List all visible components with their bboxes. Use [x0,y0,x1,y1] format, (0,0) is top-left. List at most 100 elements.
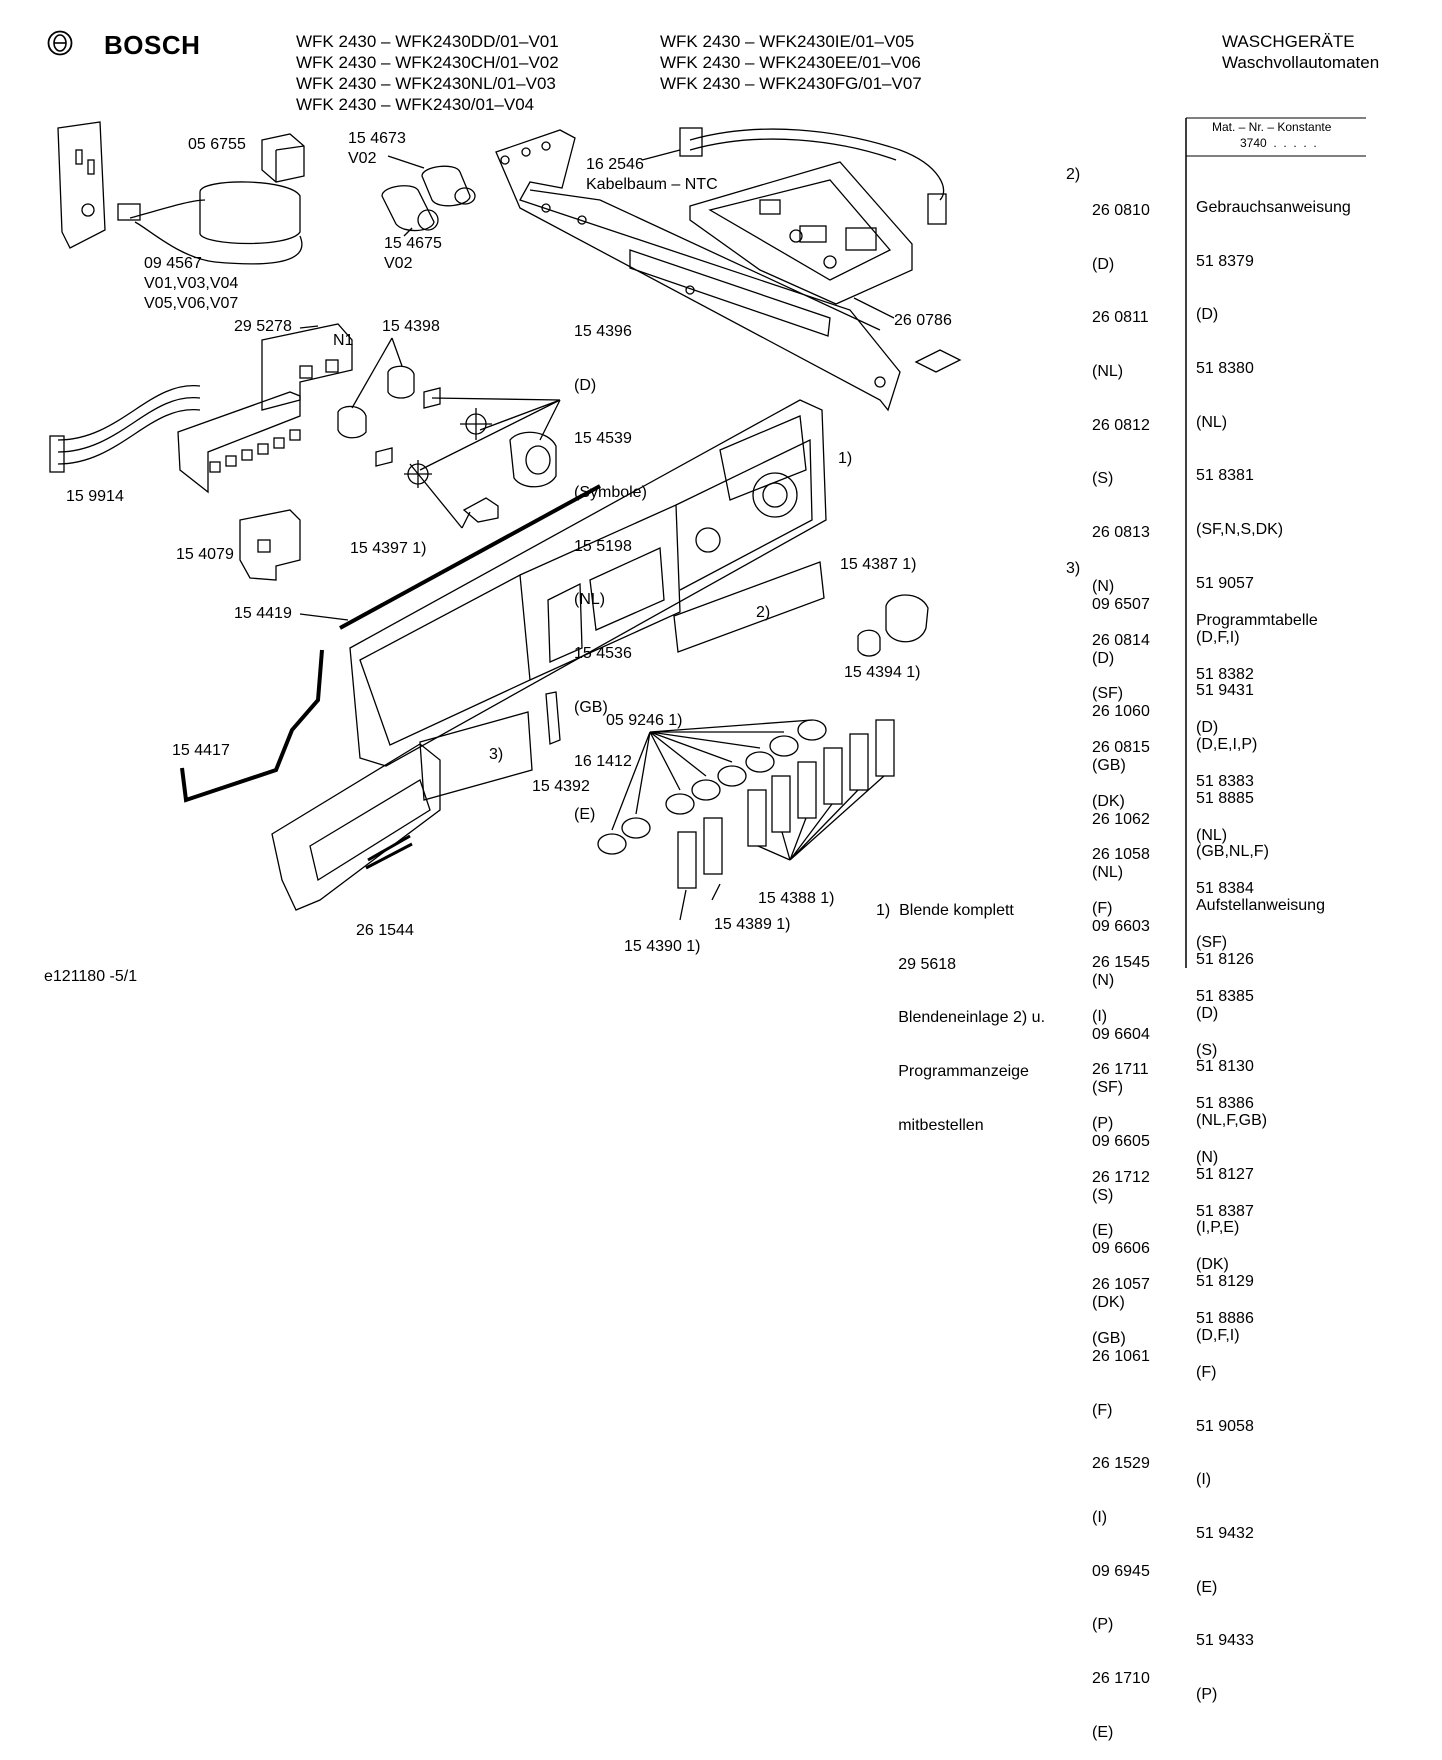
list-item: Aufstellanweisung [1196,897,1325,915]
list-item: (GB) [574,698,608,716]
variant-label: V02 [384,255,413,272]
model-line: WFK 2430 – WFK2430EE/01–V06 [660,53,921,72]
part-label: 15 4398 [382,318,440,335]
list-item: 26 0814 [1092,631,1150,649]
part-label: 15 4675 [384,235,442,252]
list-item: 26 1710 [1092,1670,1150,1688]
relay-block [261,133,305,183]
list-item: 26 1062 [1092,810,1150,828]
list-item: (E) [1196,1578,1218,1596]
part-label: 05 9246 1) [606,712,683,729]
capacitor [199,181,301,245]
docs-list-b: Programmtabelle 51 8382 (D) 51 8383 (NL)… [1196,576,1318,1722]
part-label: 15 9914 [66,488,124,505]
model-line: WFK 2430 – WFK2430NL/01–V03 [296,74,556,93]
footnote: 1) Blende komplett 29 5618 Blendeneinlag… [876,866,1045,1153]
list-item: 51 8385 [1196,987,1254,1005]
list-item: 15 4396 [574,322,632,340]
list-item: Programmtabelle [1196,611,1318,629]
list-item: (DK) [1196,1256,1229,1274]
board-marker: N1 [333,332,354,349]
list-item: (F) [1092,1401,1113,1419]
list-item: (F) [1092,900,1113,918]
roller [421,165,471,207]
list-item: (E) [574,806,596,824]
list-item: 26 1061 [1092,1347,1150,1365]
list-item: (SF) [1092,1079,1124,1097]
list-item: (D) [1196,1004,1219,1022]
footnote-line: 29 5618 [876,955,957,973]
footnote-line: Programmanzeige [876,1062,1029,1080]
document-id: e121180 -5/1 [44,968,138,985]
list-item: (P) [1092,1616,1114,1634]
category-title: WASCHGERÄTE [1222,32,1355,51]
panel-insert [419,711,533,801]
list-item: (D) [1196,306,1219,324]
list-item: 51 8384 [1196,880,1254,898]
list-item: (N) [1092,577,1115,595]
list-item: (S) [1092,470,1114,488]
list-item: 09 6606 [1092,1240,1150,1258]
list-item: 26 0813 [1092,524,1150,542]
list-item: (DK) [1092,1294,1125,1312]
list-item: 51 8380 [1196,359,1254,377]
list-item: (GB,NL,F) [1196,843,1269,861]
list-item: 26 1545 [1092,953,1150,971]
list-item: (I) [1092,1509,1108,1527]
list-item: (NL) [1196,413,1228,431]
list-item: 51 8381 [1196,467,1254,485]
part-label: 15 4673 [348,130,406,147]
list-item: (N) [1196,1149,1219,1166]
part-label: 15 4387 1) [840,556,917,573]
door-switch [239,509,301,581]
list-item: (N) [1092,971,1115,989]
list-item: 51 9057 [1196,574,1254,592]
part-label: 15 4419 [234,605,292,622]
mounting-bracket [57,121,106,249]
list-item: 51 8379 [1196,252,1254,270]
list-item: 51 9058 [1196,1417,1254,1435]
list-item: 51 9431 [1196,682,1254,700]
part-label: 15 4390 1) [624,938,701,955]
list-item: (SF) [1092,685,1124,703]
model-line: WFK 2430 – WFK2430/01–V04 [296,95,535,114]
variant-label: V01,V03,V04 [144,275,239,292]
callout-marker: 2) [756,604,771,621]
list-item: 16 1412 [574,752,632,770]
list-item: (SF,N,S,DK) [1196,521,1284,539]
part-label: 15 4389 1) [714,916,791,933]
springs [597,719,827,855]
list-item: 26 0810 [1092,201,1150,219]
model-line: WFK 2430 – WFK2430FG/01–V07 [660,74,922,93]
list-item: 09 6507 [1092,595,1150,613]
brand-name: BOSCH [104,30,201,60]
list-item: (GB) [1092,756,1126,774]
list-item: (D,F,I) [1196,628,1240,646]
cable-harness [689,128,945,201]
list-item: 09 6604 [1092,1025,1150,1043]
material-header: Mat. – Nr. – Konstante [1212,120,1332,134]
display-window [629,249,831,337]
list-item: 26 1058 [1092,846,1150,864]
model-line: WFK 2430 – WFK2430DD/01–V01 [296,32,559,51]
list-item: 09 6945 [1092,1562,1150,1580]
list-item: (DK) [1092,792,1125,810]
knob [387,365,415,399]
part-label: 15 4079 [176,546,234,563]
material-value: 3740 . . . . . [1240,136,1317,150]
pcb [689,161,913,305]
part-label: 15 4388 1) [758,890,835,907]
list-item: 26 0811 [1092,309,1149,327]
knob [885,594,929,643]
list-item: 51 9432 [1196,1525,1254,1543]
parts-list-3: 09 6507 (D) 26 1060 (GB) 26 1062 (NL) 09… [1092,560,1150,1760]
push-buttons [677,719,895,889]
list-item: 51 9433 [1196,1632,1254,1650]
list-item: 09 6605 [1092,1133,1150,1150]
wire-rod [180,649,324,803]
list-item: (NL) [1196,826,1228,844]
footnote-line: 1) Blende komplett [876,901,1014,919]
list-item: 26 1060 [1092,703,1150,721]
variant-label: V05,V06,V07 [144,295,239,312]
list-item: (P) [1196,1686,1218,1704]
